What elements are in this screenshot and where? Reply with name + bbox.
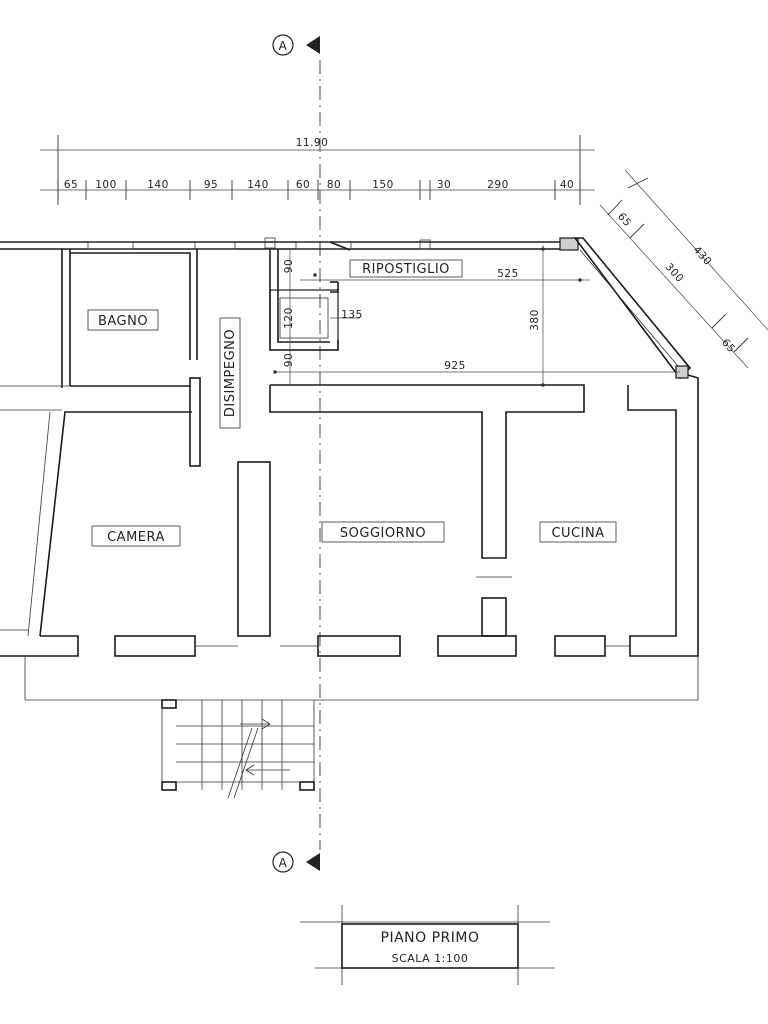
room-camera[interactable]: CAMERA (91, 525, 181, 547)
diag-dim-65-top: 65 (615, 211, 634, 230)
interior-dimensions: 525 925 380 90 120 90 135 (273, 245, 680, 387)
dim-140-a: 140 (147, 179, 169, 191)
section-marker-bottom[interactable]: A (272, 851, 320, 873)
dim-120: 120 (283, 307, 295, 329)
title-block: PIANO PRIMO SCALA 1:100 (300, 905, 555, 985)
dim-90-upper: 90 (283, 259, 295, 273)
stair-arrow-down-icon (245, 764, 290, 776)
room-disimpegno[interactable]: DISIMPEGNO (219, 317, 241, 429)
exterior-walls (0, 237, 699, 701)
dim-80: 80 (327, 179, 341, 191)
dim-95: 95 (204, 179, 218, 191)
room-label-cucina: CUCINA (551, 526, 604, 541)
dim-60: 60 (296, 179, 310, 191)
title-block-title: PIANO PRIMO (381, 930, 480, 946)
staircase (161, 699, 315, 799)
section-marker-top[interactable]: A (272, 34, 320, 56)
room-soggiorno[interactable]: SOGGIORNO (321, 521, 445, 543)
dim-30: 30 (437, 179, 451, 191)
room-label-camera: CAMERA (107, 530, 165, 545)
dim-40: 40 (560, 179, 574, 191)
dim-140-b: 140 (247, 179, 269, 191)
diag-dim-300: 300 (663, 261, 686, 285)
dim-150: 150 (372, 179, 394, 191)
section-arrow-bottom-icon (306, 853, 320, 871)
overall-dimension-text: 11.90 (296, 137, 329, 149)
dim-925: 925 (444, 360, 466, 372)
dim-290: 290 (487, 179, 509, 191)
section-marker-bottom-letter: A (279, 856, 288, 870)
interior-walls (70, 237, 585, 637)
room-ripostiglio[interactable]: RIPOSTIGLIO (349, 259, 463, 278)
room-label-bagno: BAGNO (98, 314, 148, 329)
section-arrow-top-icon (306, 36, 320, 54)
stair-arrow-up-icon (240, 718, 271, 730)
dim-525: 525 (497, 268, 519, 280)
title-block-scale: SCALA 1:100 (392, 952, 469, 965)
dim-380: 380 (529, 309, 541, 331)
diagonal-dimensions: 430 65 300 65 (599, 169, 768, 369)
diag-dim-430: 430 (691, 244, 714, 268)
dim-90-lower: 90 (283, 353, 295, 367)
dim-65: 65 (64, 179, 78, 191)
partial-dimension-chain: 65 100 140 95 140 60 80 150 30 290 40 (40, 179, 595, 200)
room-label-ripostiglio: RIPOSTIGLIO (362, 262, 450, 277)
room-label-disimpegno: DISIMPEGNO (223, 329, 238, 417)
room-label-soggiorno: SOGGIORNO (340, 526, 426, 541)
room-labels: BAGNO DISIMPEGNO RIPOSTIGLIO CAMERA SOGG… (87, 259, 617, 547)
room-bagno[interactable]: BAGNO (87, 309, 159, 331)
section-marker-top-letter: A (279, 39, 288, 53)
overall-dimension: 11.90 (40, 135, 595, 205)
dim-135: 135 (341, 309, 363, 321)
dim-100: 100 (95, 179, 117, 191)
room-cucina[interactable]: CUCINA (539, 521, 617, 543)
